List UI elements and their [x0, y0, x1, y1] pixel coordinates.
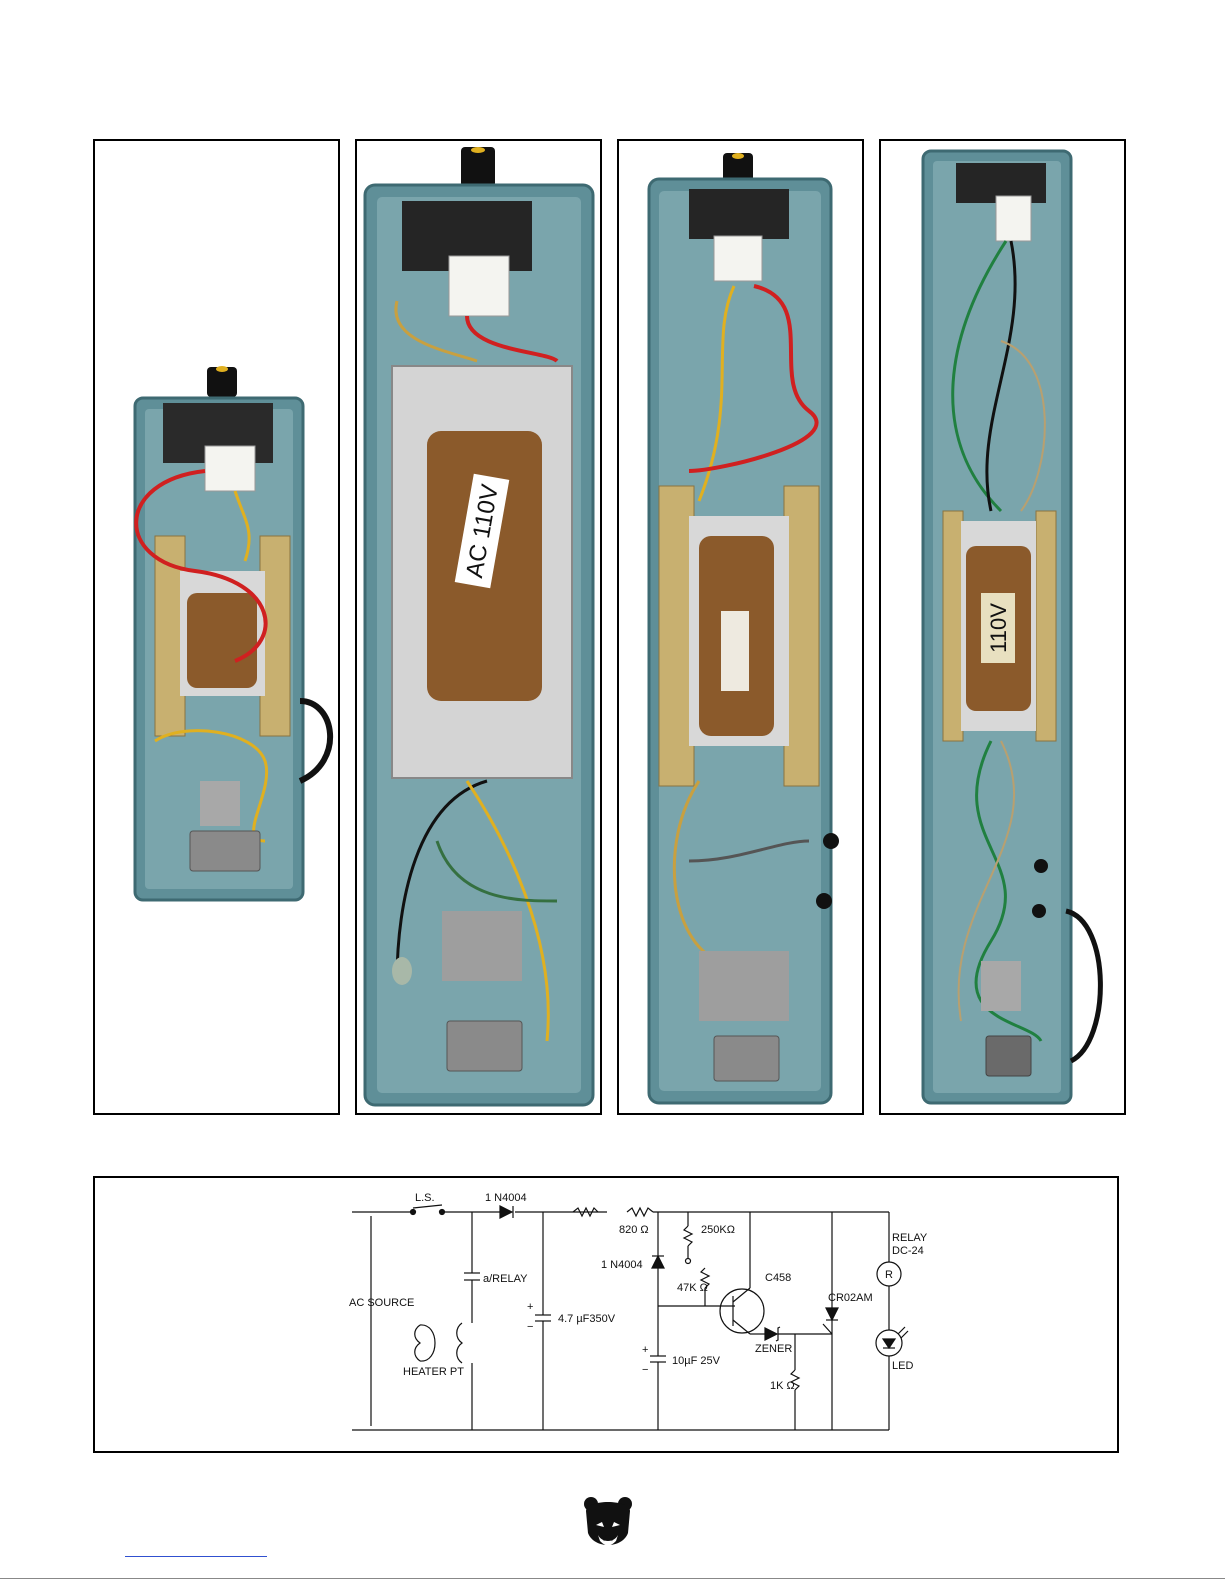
label-cap-25v: 10µF 25V: [672, 1355, 721, 1367]
label-pot-250k: 250KΩ: [701, 1224, 735, 1236]
label-resistor-1k: 1K Ω: [770, 1380, 795, 1392]
svg-text:+: +: [642, 1344, 648, 1356]
label-led: LED: [892, 1360, 913, 1372]
label-cap-350v: 4.7 µF350V: [558, 1313, 616, 1325]
photo-panel-small-pedal: [93, 139, 340, 1115]
label-diode-mid: 1 N4004: [601, 1259, 643, 1271]
label-scr: CR02AM: [828, 1292, 873, 1304]
long-pedal-photo: 110V: [881, 141, 1124, 1113]
photo-panel-medium-pedal: [617, 139, 864, 1115]
label-heater: HEATER PT: [403, 1366, 464, 1378]
label-relay-symbol: R: [885, 1269, 893, 1281]
label-limit-switch: L.S.: [415, 1192, 435, 1204]
small-pedal-photo: [95, 141, 338, 1113]
large-pedal-photo: AC 110V: [357, 141, 600, 1113]
label-relay-title: RELAY: [892, 1232, 928, 1244]
medium-pedal-photo: [619, 141, 862, 1113]
svg-text:−: −: [642, 1364, 648, 1376]
label-zener: ZENER: [755, 1343, 792, 1355]
bear-head-icon: [582, 1495, 634, 1551]
coil-shape: [187, 593, 257, 688]
svg-text:+: +: [527, 1301, 533, 1313]
label-relay-voltage: DC-24: [892, 1245, 924, 1257]
bottom-rule: [0, 1578, 1225, 1579]
footer-link-rule: [125, 1556, 267, 1557]
photo-panel-large-pedal: AC 110V: [355, 139, 602, 1115]
label-resistor-820: 820 Ω: [619, 1224, 649, 1236]
label-resistor-47k: 47K Ω: [677, 1282, 708, 1294]
label-diode-top: 1 N4004: [485, 1192, 527, 1204]
photo-panel-long-pedal: 110V: [879, 139, 1126, 1115]
schematic-panel: L.S. 1 N4004 820 Ω 250KΩ RELAY DC-24 R A…: [93, 1176, 1119, 1453]
coil-label: 110V: [986, 603, 1011, 653]
label-ac-source: AC SOURCE: [349, 1297, 414, 1309]
label-transistor: C458: [765, 1272, 791, 1284]
circuit-schematic: L.S. 1 N4004 820 Ω 250KΩ RELAY DC-24 R A…: [95, 1178, 1117, 1451]
svg-text:−: −: [527, 1321, 533, 1333]
label-relay-contact: a/RELAY: [483, 1273, 528, 1285]
